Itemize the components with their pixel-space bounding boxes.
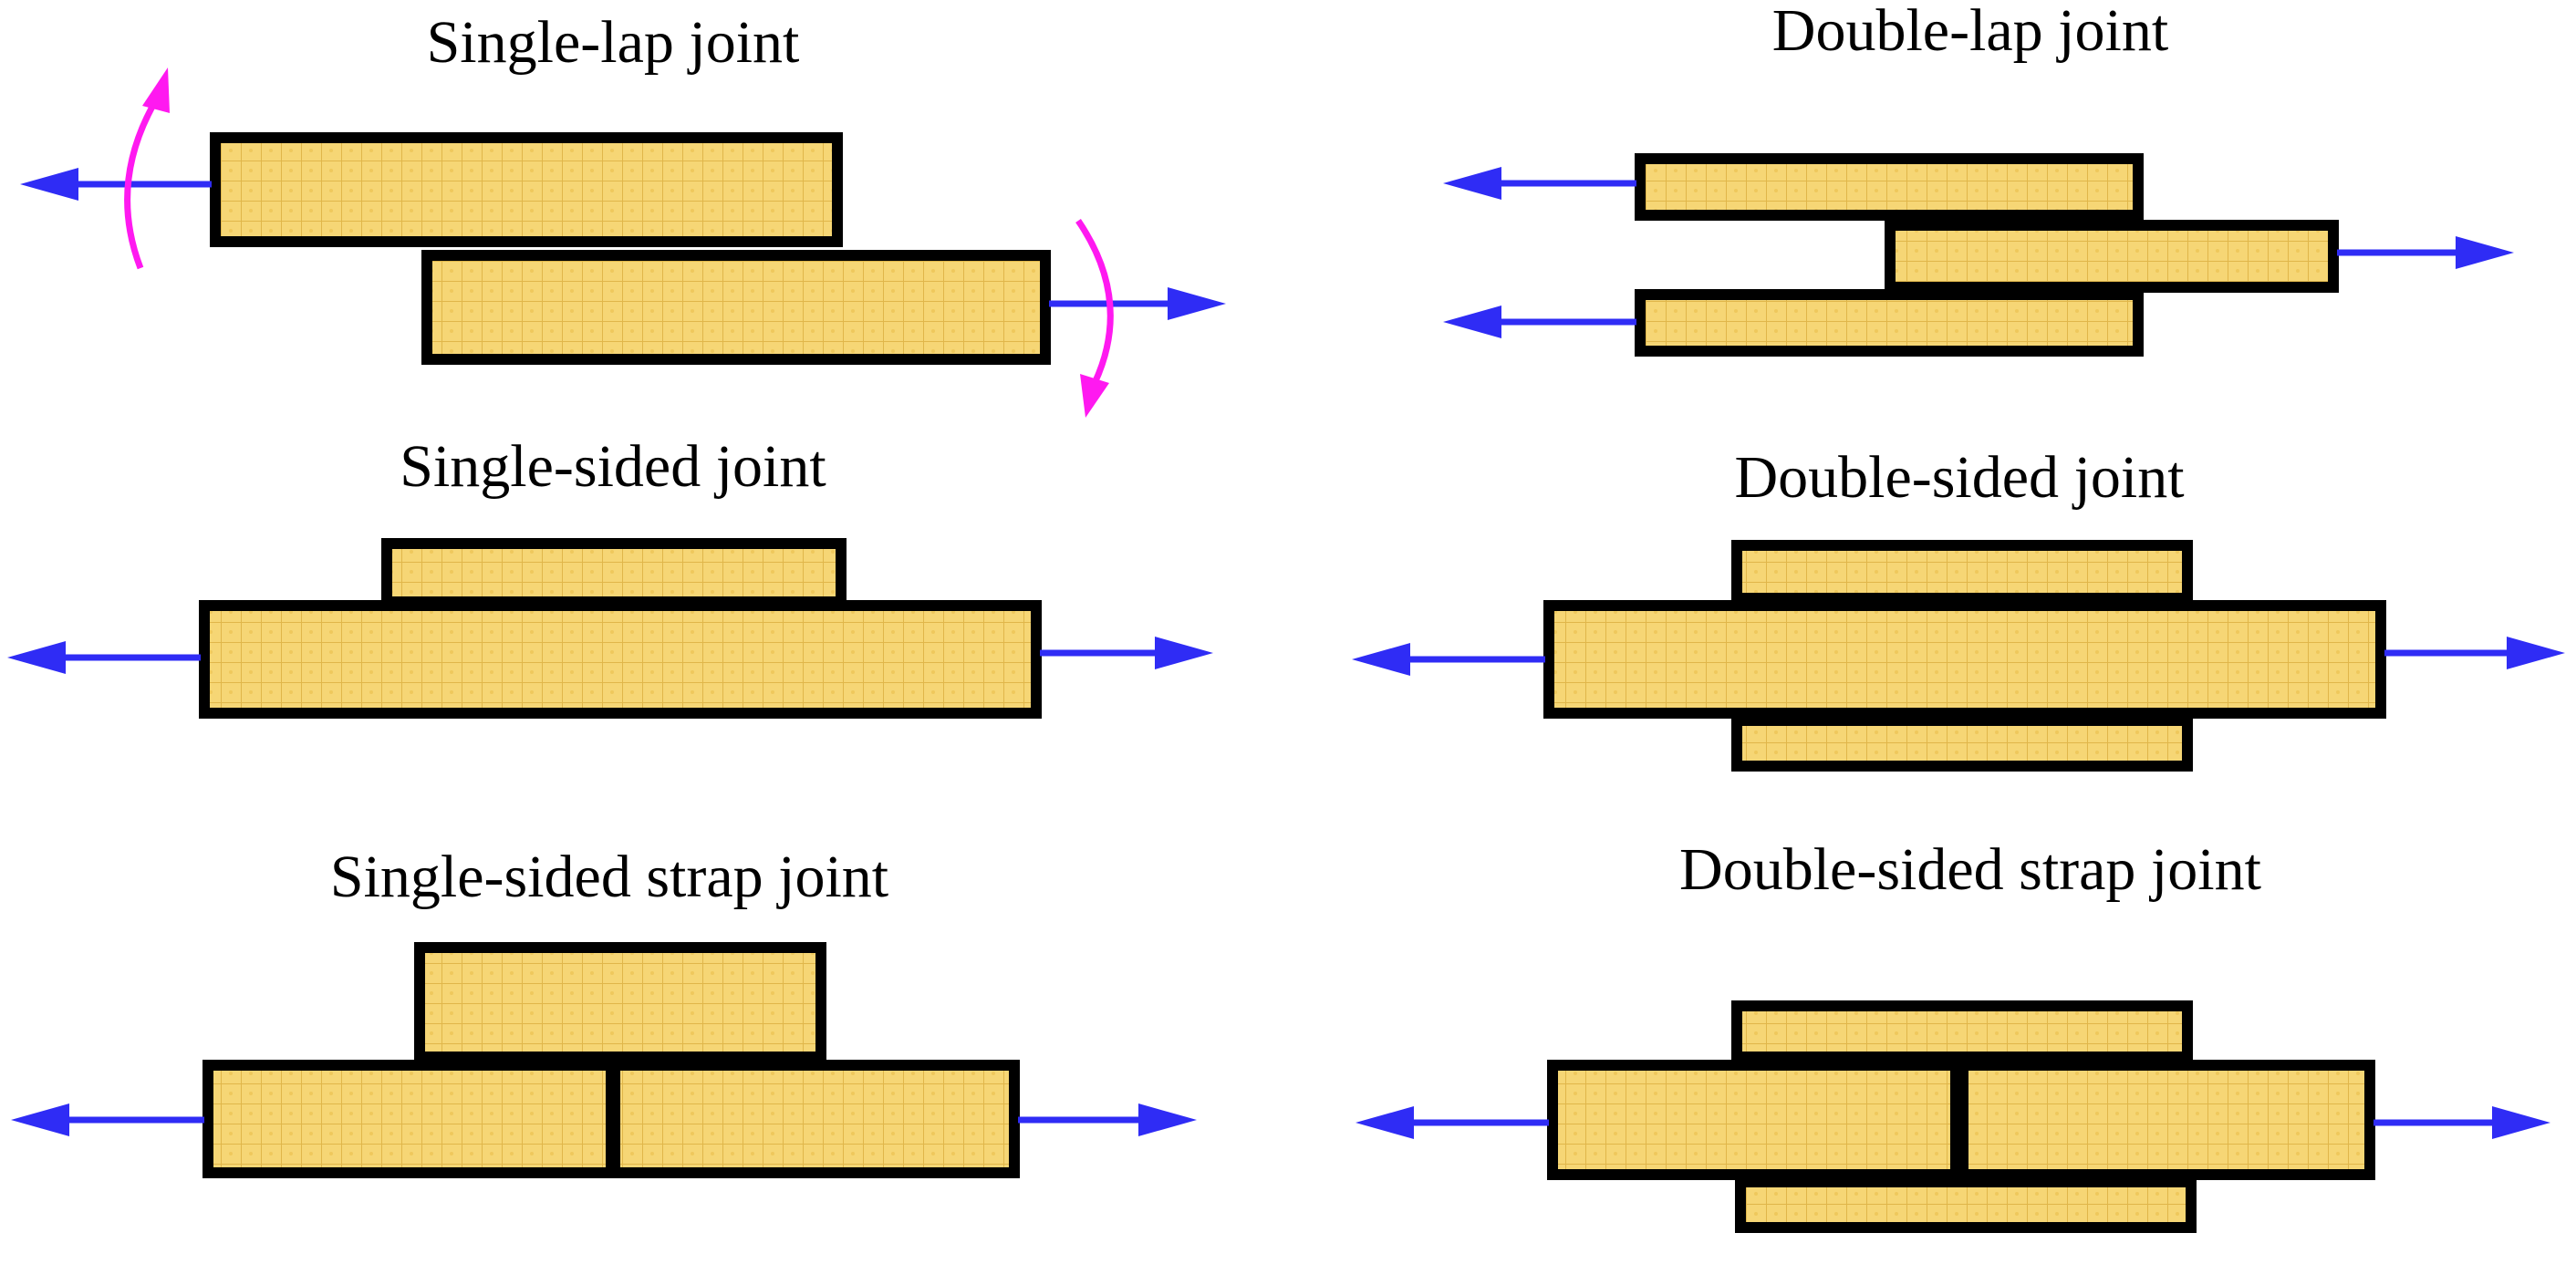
patch-top xyxy=(1731,540,2193,604)
force-arrow-right xyxy=(2384,637,2565,669)
force-arrow-left-upper xyxy=(1443,167,1636,200)
force-arrow-right xyxy=(2337,236,2514,269)
moment-arrow-left xyxy=(124,67,170,270)
single-sided-strap-joint xyxy=(11,942,1197,1178)
patch-top xyxy=(381,538,847,607)
strap-top xyxy=(1731,1000,2193,1062)
double-lap-joint xyxy=(1443,153,2514,357)
moment-arrow-right xyxy=(1075,219,1114,418)
adherend-right xyxy=(1958,1060,2375,1180)
adherend-top xyxy=(210,132,843,247)
patch-bottom xyxy=(1731,715,2193,772)
strap-bottom xyxy=(1735,1176,2197,1233)
title-double-strap: Double-sided strap joint xyxy=(1679,836,2261,903)
double-sided-joint xyxy=(1352,540,2565,772)
title-single-lap: Single-lap joint xyxy=(427,9,800,76)
force-arrow-left xyxy=(11,1103,204,1136)
adherend-upper xyxy=(1635,153,2144,221)
adherend-left xyxy=(203,1060,617,1178)
title-double-lap: Double-lap joint xyxy=(1772,0,2168,64)
single-sided-joint xyxy=(7,538,1213,719)
force-arrow-left-lower xyxy=(1443,306,1636,338)
adherend-middle xyxy=(1885,220,2339,293)
force-arrow-right xyxy=(1049,287,1226,320)
adherend-main xyxy=(1543,600,2386,719)
adherend-right xyxy=(609,1060,1020,1178)
title-double-sided: Double-sided joint xyxy=(1734,444,2184,511)
strap-top xyxy=(414,942,826,1062)
force-arrow-left xyxy=(1356,1106,1549,1139)
double-sided-strap-joint xyxy=(1356,1000,2550,1233)
force-arrow-left xyxy=(1352,643,1545,676)
force-arrow-right xyxy=(2373,1106,2550,1139)
adherend-left xyxy=(1547,1060,1961,1180)
force-arrow-right xyxy=(1040,637,1213,669)
single-lap-joint xyxy=(20,67,1226,418)
force-arrow-left xyxy=(7,641,201,674)
adherend-main xyxy=(199,600,1042,719)
title-single-strap: Single-sided strap joint xyxy=(330,844,888,910)
force-arrow-left xyxy=(20,168,212,201)
adherend-bottom xyxy=(421,250,1051,365)
force-arrow-right xyxy=(1018,1103,1197,1136)
adherend-lower xyxy=(1635,289,2144,357)
title-single-sided: Single-sided joint xyxy=(400,433,826,500)
